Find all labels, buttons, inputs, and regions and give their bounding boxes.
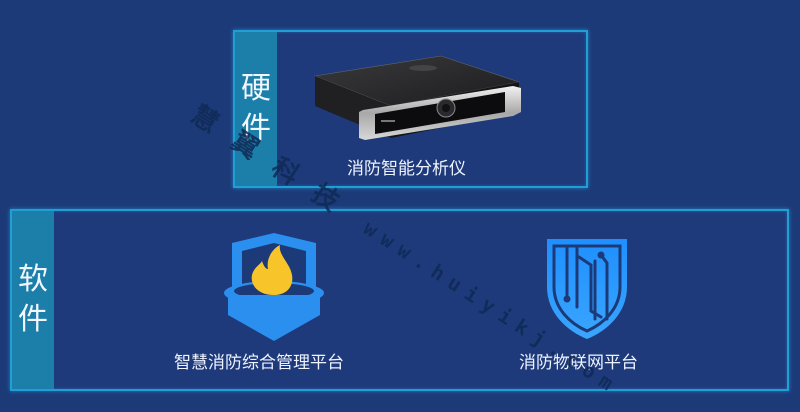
software-side-label: 软 件	[12, 211, 54, 389]
circuit-shield-icon	[547, 239, 627, 339]
software-section: 软 件 智慧消防综合管理平台 消防物联网平台	[10, 209, 789, 391]
hardware-label-char-1: 硬	[241, 71, 271, 106]
fire-shield-icon	[224, 233, 324, 341]
hardware-side-label: 硬 件	[235, 32, 277, 186]
device-caption: 消防智能分析仪	[347, 159, 466, 179]
hardware-label-char-2: 件	[241, 111, 271, 146]
fire-platform-caption: 智慧消防综合管理平台	[174, 353, 344, 373]
software-label-char-1: 软	[18, 262, 48, 297]
hardware-section: 硬 件 消防智能分析仪	[233, 30, 588, 188]
iot-platform-caption: 消防物联网平台	[519, 353, 638, 373]
software-label-char-2: 件	[18, 302, 48, 337]
nvr-device-icon	[313, 55, 521, 140]
